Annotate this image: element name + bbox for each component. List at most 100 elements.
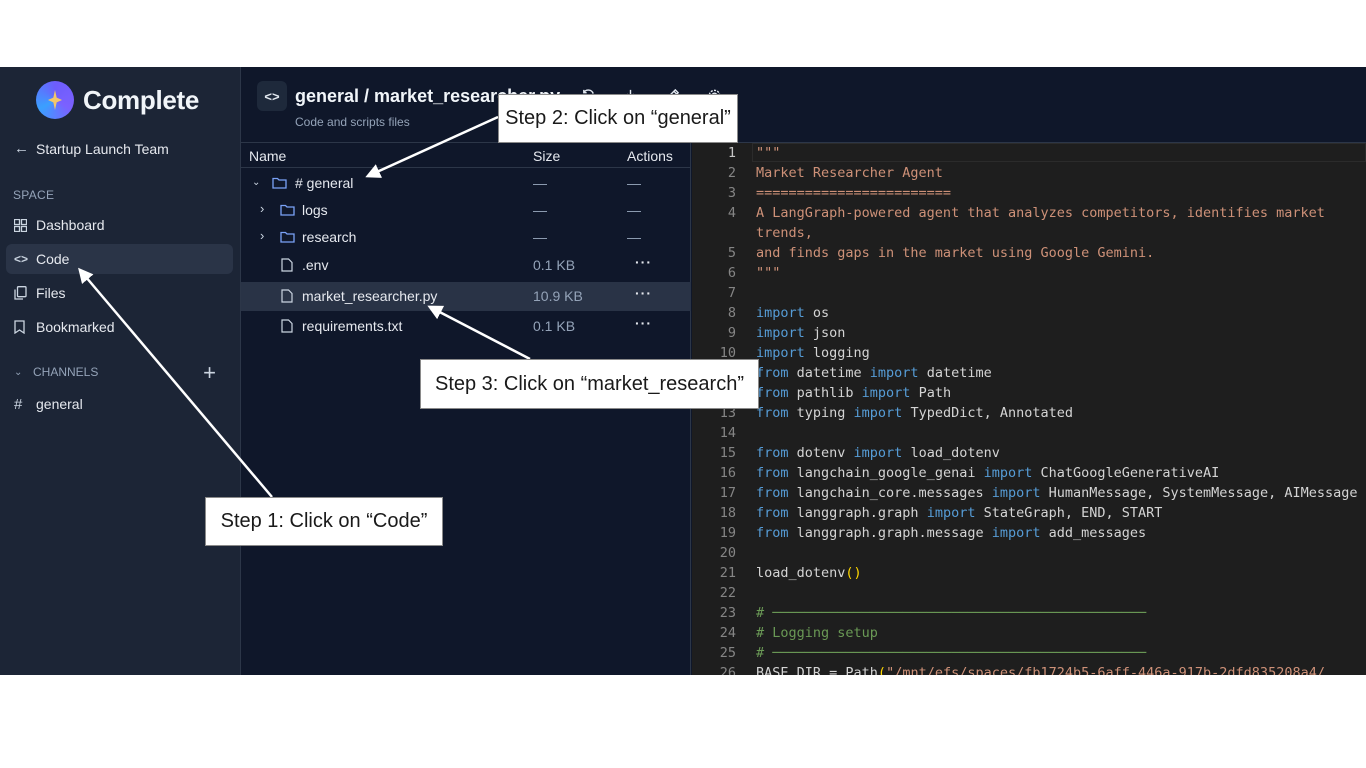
code-token: # Logging setup <box>756 625 878 641</box>
code-token: langgraph.graph.message <box>788 525 992 541</box>
file-name: market_researcher.py <box>302 288 438 304</box>
line-number: 5 <box>727 245 736 261</box>
nav-item-label: Dashboard <box>36 217 105 233</box>
chevron-right-icon[interactable]: › <box>260 201 265 216</box>
code-line: BASE_DIR = Path("/mnt/efs/spaces/fb1724b… <box>756 663 1357 675</box>
back-link-label: Startup Launch Team <box>36 140 169 157</box>
brand[interactable]: Complete <box>36 81 199 119</box>
folder-row-general[interactable]: ⌄ # general — — <box>241 169 691 198</box>
more-actions-icon[interactable]: ··· <box>635 254 652 270</box>
line-number <box>692 223 736 243</box>
channel-item-general[interactable]: # general <box>6 389 233 419</box>
channels-header[interactable]: ⌄ CHANNELS + <box>14 360 216 385</box>
code-line: from langchain_google_genai import ChatG… <box>756 463 1357 483</box>
folder-row-logs[interactable]: › logs — — <box>241 196 691 225</box>
file-tree: Name Size Actions ⌄ # general — — › logs… <box>241 143 691 675</box>
code-token: import <box>756 345 805 361</box>
code-token: from <box>756 525 789 541</box>
nav-item-dashboard[interactable]: Dashboard <box>6 210 233 240</box>
column-size[interactable]: Size <box>533 148 561 164</box>
code-token: import <box>853 445 903 461</box>
code-line: Market Researcher Agent <box>756 163 1357 183</box>
code-line: """ <box>756 143 1357 163</box>
add-channel-icon[interactable]: + <box>203 360 216 385</box>
chevron-right-icon[interactable]: › <box>260 228 265 243</box>
file-name: # general <box>295 175 354 191</box>
code-line: import logging <box>756 343 1357 363</box>
code-icon: <> <box>14 252 29 266</box>
hash-icon: # <box>14 395 23 413</box>
code-token: import <box>991 525 1041 541</box>
folder-icon <box>272 177 287 189</box>
nav-item-code[interactable]: <> Code <box>6 244 233 274</box>
code-token: import <box>983 465 1033 481</box>
folder-row-research[interactable]: › research — — <box>241 223 691 252</box>
code-line: from datetime import datetime <box>756 363 1357 383</box>
file-row-env[interactable]: .env 0.1 KB ··· <box>241 251 691 280</box>
code-token: import <box>861 385 911 401</box>
file-icon <box>281 289 293 303</box>
column-name[interactable]: Name <box>249 148 287 164</box>
channels-label: CHANNELS <box>33 365 99 379</box>
line-number: 24 <box>719 625 736 641</box>
line-number: 9 <box>727 325 736 341</box>
line-number: 8 <box>727 305 736 321</box>
step1-callout: Step 1: Click on “Code” <box>205 497 443 546</box>
step3-callout: Step 3: Click on “market_research” <box>420 359 759 409</box>
space-section-label: SPACE <box>13 188 55 202</box>
line-number: 4 <box>727 205 736 221</box>
chevron-down-icon[interactable]: ⌄ <box>252 177 261 188</box>
code-token: from <box>756 365 789 381</box>
more-actions-icon[interactable]: ··· <box>635 285 652 301</box>
code-line <box>756 543 1357 563</box>
column-actions: Actions <box>627 148 673 164</box>
line-number: 20 <box>719 545 736 561</box>
file-size: 0.1 KB <box>533 257 576 273</box>
nav-item-bookmarked[interactable]: Bookmarked <box>6 312 233 342</box>
line-number: 1 <box>727 145 736 161</box>
code-token: datetime <box>788 365 870 381</box>
line-number: 25 <box>719 645 736 661</box>
code-line: from pathlib import Path <box>756 383 1357 403</box>
code-token: trends, <box>756 225 813 241</box>
code-line: A LangGraph-powered agent that analyzes … <box>756 203 1357 223</box>
code-line: ======================== <box>756 183 1357 203</box>
code-token: import <box>869 365 919 381</box>
brand-name: Complete <box>83 84 200 115</box>
nav-item-files[interactable]: Files <box>6 278 233 308</box>
line-number: 19 <box>719 525 736 541</box>
code-line: """ <box>756 263 1357 283</box>
code-line: load_dotenv() <box>756 563 1357 583</box>
code-token: from <box>756 445 789 461</box>
arrow-left-icon: ← <box>14 140 29 157</box>
code-editor[interactable]: 1234567891011121314151617181920212223242… <box>692 143 1366 675</box>
file-size: 10.9 KB <box>533 288 583 304</box>
channel-label: general <box>36 396 83 412</box>
code-token: """ <box>756 145 781 161</box>
back-link[interactable]: ← Startup Launch Team <box>14 140 169 157</box>
code-token: langchain_core.messages <box>788 485 992 501</box>
code-line: trends, <box>756 223 1357 243</box>
code-line: import os <box>756 303 1357 323</box>
file-row-requirements[interactable]: requirements.txt 0.1 KB ··· <box>241 312 691 341</box>
code-token: import <box>756 325 805 341</box>
app-window: Complete ← Startup Launch Team SPACE Das… <box>0 67 1366 675</box>
code-token: import <box>926 505 976 521</box>
files-icon <box>14 286 36 300</box>
code-token: ChatGoogleGenerativeAI <box>1032 465 1220 481</box>
code-lines[interactable]: """ Market Researcher Agent==============… <box>756 143 1357 675</box>
file-icon <box>281 258 293 272</box>
code-token: os <box>804 305 830 321</box>
file-actions: — <box>627 202 641 218</box>
line-number: 21 <box>719 565 736 581</box>
code-token: StateGraph, END, START <box>975 505 1163 521</box>
code-token: ( <box>877 665 887 675</box>
line-number: 17 <box>719 485 736 501</box>
code-token: """ <box>756 265 781 281</box>
page-subtitle: Code and scripts files <box>295 115 410 129</box>
more-actions-icon[interactable]: ··· <box>635 315 652 331</box>
folder-icon <box>280 231 295 243</box>
code-token: dotenv <box>788 445 854 461</box>
file-row-market-researcher[interactable]: market_researcher.py 10.9 KB ··· <box>241 282 691 311</box>
code-token: json <box>804 325 846 341</box>
